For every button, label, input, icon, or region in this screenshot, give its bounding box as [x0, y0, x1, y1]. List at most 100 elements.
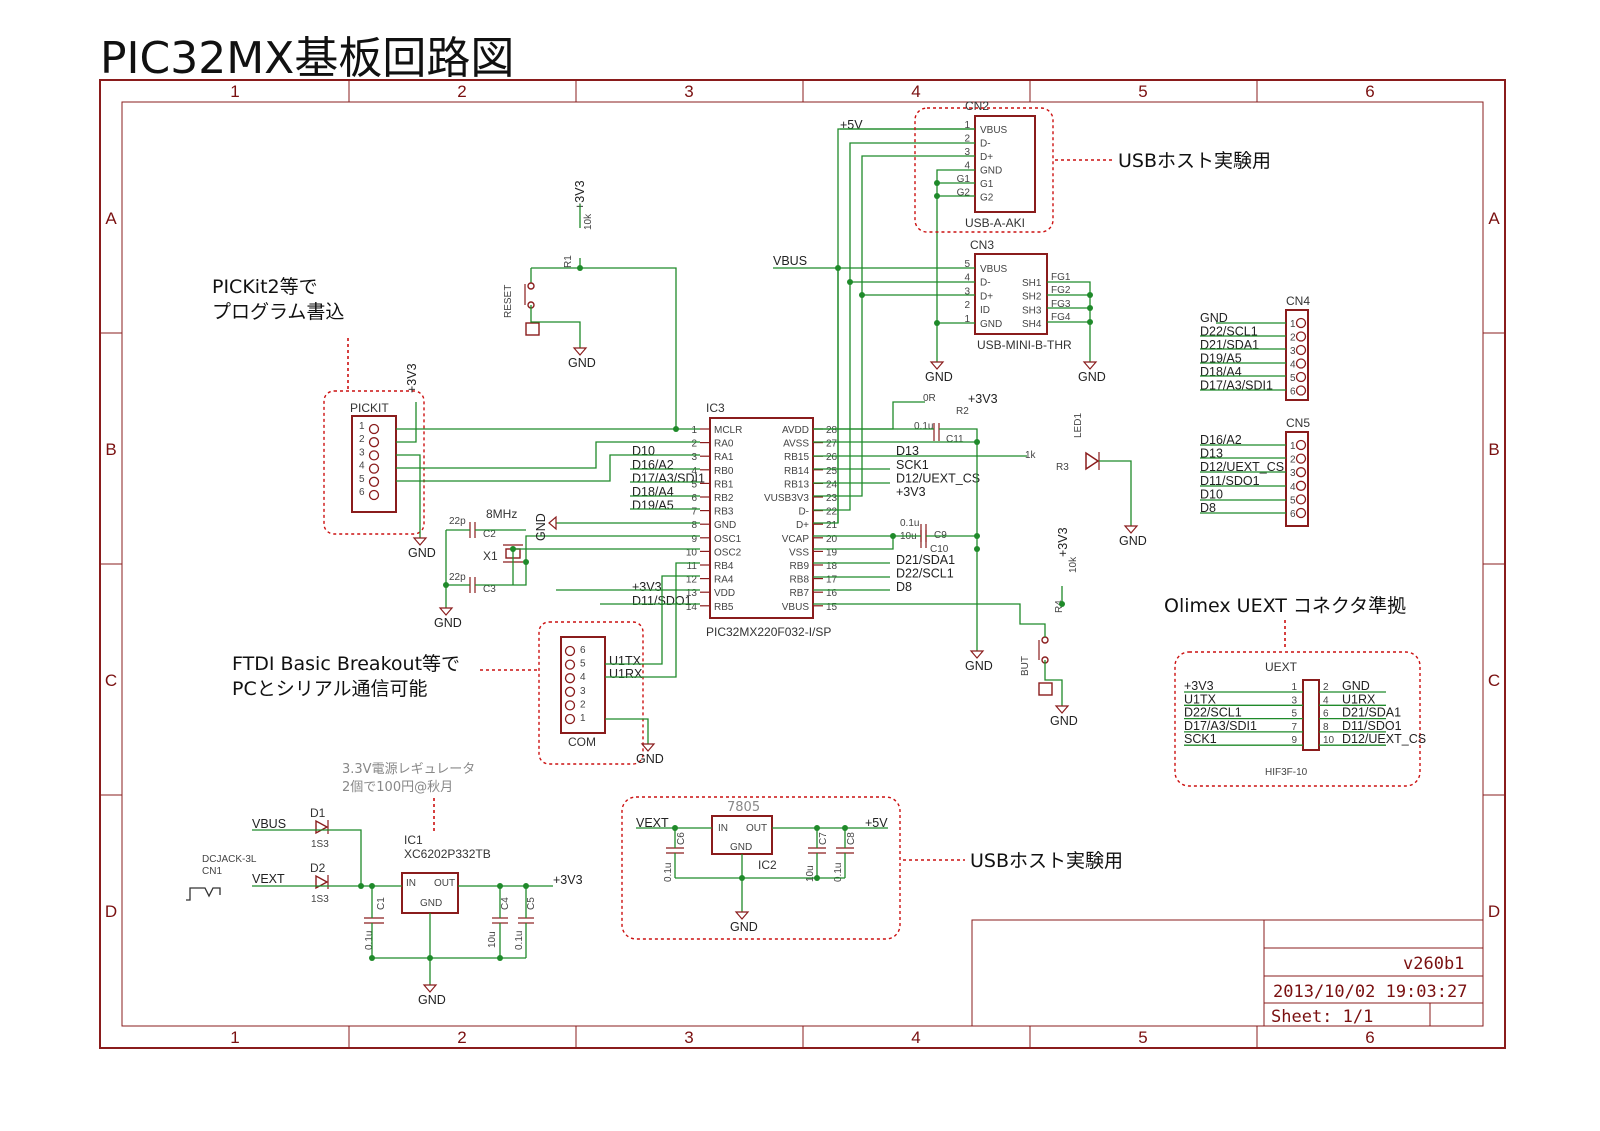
- cn5-pins-pin-num: 5: [1290, 495, 1296, 506]
- ic3-pin-num: 21: [826, 520, 838, 531]
- svg-text:10k: 10k: [1068, 556, 1079, 573]
- pickit-pad: [368, 489, 380, 501]
- gnd-label: GND: [965, 659, 993, 673]
- svg-text:22p: 22p: [449, 572, 466, 583]
- note-ftdi-2: PCとシリアル通信可能: [232, 678, 428, 700]
- svg-text:0.1u: 0.1u: [663, 863, 674, 882]
- tb-sheet: Sheet: 1/1: [1271, 1007, 1373, 1027]
- svg-text:4: 4: [911, 82, 920, 101]
- uext-net-left: SCK1: [1184, 732, 1217, 746]
- cn4-pins-pad: [1295, 385, 1307, 396]
- svg-text:R4: R4: [1054, 600, 1065, 613]
- wires: [186, 128, 1286, 985]
- uext-net-right: D11/SDO1: [1342, 719, 1402, 733]
- uext-net-left: +3V3: [1184, 679, 1214, 693]
- pickit-pin-num: 4: [359, 461, 365, 472]
- com-pad: [564, 686, 576, 697]
- ic3-pin-num: 13: [686, 588, 698, 599]
- gnd-symbol: [640, 743, 656, 752]
- ic3-pin-num: 27: [826, 439, 838, 450]
- gnd-label: GND: [434, 616, 462, 630]
- svg-text:FG2: FG2: [1051, 285, 1071, 296]
- cn4-pins-pad: [1295, 371, 1307, 383]
- note-usb-host-2: USBホスト実験用: [970, 850, 1123, 872]
- uext-pin-num: 3: [1291, 695, 1297, 706]
- cn4-pins-pin-num: 6: [1290, 387, 1296, 398]
- svg-text:A: A: [1488, 209, 1500, 228]
- cn4-pins-pin-num: 2: [1290, 333, 1296, 344]
- uext-pin-num: 7: [1291, 722, 1297, 733]
- svg-text:2: 2: [457, 1028, 466, 1047]
- svg-text:10u: 10u: [805, 865, 816, 882]
- reset-switch: RESET R1 10k +3V3: [503, 180, 594, 336]
- svg-text:1: 1: [230, 1028, 239, 1047]
- ic3-pin-num: 17: [826, 575, 838, 586]
- ic3-pin-name: D-: [798, 507, 809, 518]
- svg-text:IC1: IC1: [404, 833, 423, 847]
- pickit-pin-num: 3: [359, 447, 365, 458]
- uext-pin-num: 10: [1323, 735, 1335, 746]
- svg-text:CN3: CN3: [970, 238, 994, 252]
- svg-text:4: 4: [911, 1028, 920, 1047]
- cn5-pins-net-label: D8: [1200, 501, 1216, 515]
- ic3-pin-num: 25: [826, 466, 838, 477]
- ic3-pin-name: RB9: [790, 561, 810, 572]
- cn5-pins-net-label: D12/UEXT_CS: [1200, 460, 1284, 474]
- cn4-pins-net-label: GND: [1200, 311, 1228, 325]
- cn2-pin-name: D-: [980, 139, 991, 150]
- uext-net-left: U1TX: [1184, 692, 1217, 706]
- cn4-pins-pin-num: 1: [1290, 319, 1296, 330]
- svg-text:8MHz: 8MHz: [486, 507, 517, 521]
- svg-text:D: D: [105, 902, 117, 921]
- com-pin-num: 5: [580, 659, 586, 670]
- cn4-pins-net-label: D22/SCL1: [1200, 325, 1258, 339]
- svg-text:B: B: [1488, 440, 1499, 459]
- ic3-pin-name: RB7: [790, 588, 810, 599]
- svg-text:C2: C2: [483, 529, 496, 540]
- cn2-pin-num: G2: [957, 188, 971, 199]
- svg-text:C: C: [1488, 671, 1500, 690]
- annotations: USBホスト実験用 PICKit2等で プログラム書込 FTDI Basic B…: [212, 107, 1406, 872]
- ic3-pin-name: RB15: [784, 452, 809, 463]
- pickit-pin-num: 6: [359, 487, 365, 498]
- ic3-pin-num: 16: [826, 588, 838, 599]
- uext-net-right: GND: [1342, 679, 1370, 693]
- cn4-pins-pin-num: 5: [1290, 373, 1296, 384]
- ic3-pin-num: 19: [826, 547, 838, 558]
- ic3-pin-num: 9: [691, 534, 697, 545]
- svg-text:C8: C8: [846, 832, 857, 845]
- svg-text:VEXT: VEXT: [252, 872, 285, 886]
- ic3-pin-name: RB3: [714, 507, 734, 518]
- cn3-pin-name: D+: [980, 291, 993, 302]
- gnd-symbol: [969, 650, 985, 659]
- svg-text:LED1: LED1: [1073, 413, 1084, 438]
- cn2-pin-num: 4: [964, 161, 970, 172]
- gnd-symbol: [1123, 525, 1139, 534]
- svg-text:IC2: IC2: [758, 858, 777, 872]
- cn5-pins-pad: [1295, 480, 1307, 491]
- cn4-pins-net-label: D17/A3/SDI1: [1200, 379, 1273, 393]
- svg-text:C4: C4: [500, 897, 511, 910]
- svg-text:+3V3: +3V3: [553, 873, 583, 887]
- cn3-pin-name: ID: [980, 305, 990, 316]
- ic3-pin-num: 15: [826, 602, 838, 613]
- note-olimex: Olimex UEXT コネクタ準拠: [1164, 595, 1406, 617]
- svg-text:GND: GND: [730, 842, 752, 853]
- cn4-pins-net-label: D18/A4: [1200, 365, 1242, 379]
- cn5-pins-pad: [1295, 507, 1307, 519]
- svg-text:CN2: CN2: [965, 99, 989, 113]
- ic3-net-label: D21/SDA1: [896, 553, 955, 567]
- uext-pin-num: 6: [1323, 709, 1329, 720]
- ic3-pin-name: RB0: [714, 466, 734, 477]
- but-switch: BUT R4 10k +3V3: [1020, 527, 1079, 696]
- note-regulator-2: 2個で100円@秋月: [342, 780, 453, 795]
- cn5-pins-pin-num: 4: [1290, 482, 1296, 493]
- com-pad: [564, 645, 576, 657]
- svg-text:VBUS: VBUS: [252, 817, 286, 831]
- cn4-pins-pad: [1295, 317, 1307, 329]
- ic3-pin-name: GND: [714, 520, 736, 531]
- ic3-pin-name: RA1: [714, 452, 734, 463]
- ic3-pin-num: 8: [691, 520, 697, 531]
